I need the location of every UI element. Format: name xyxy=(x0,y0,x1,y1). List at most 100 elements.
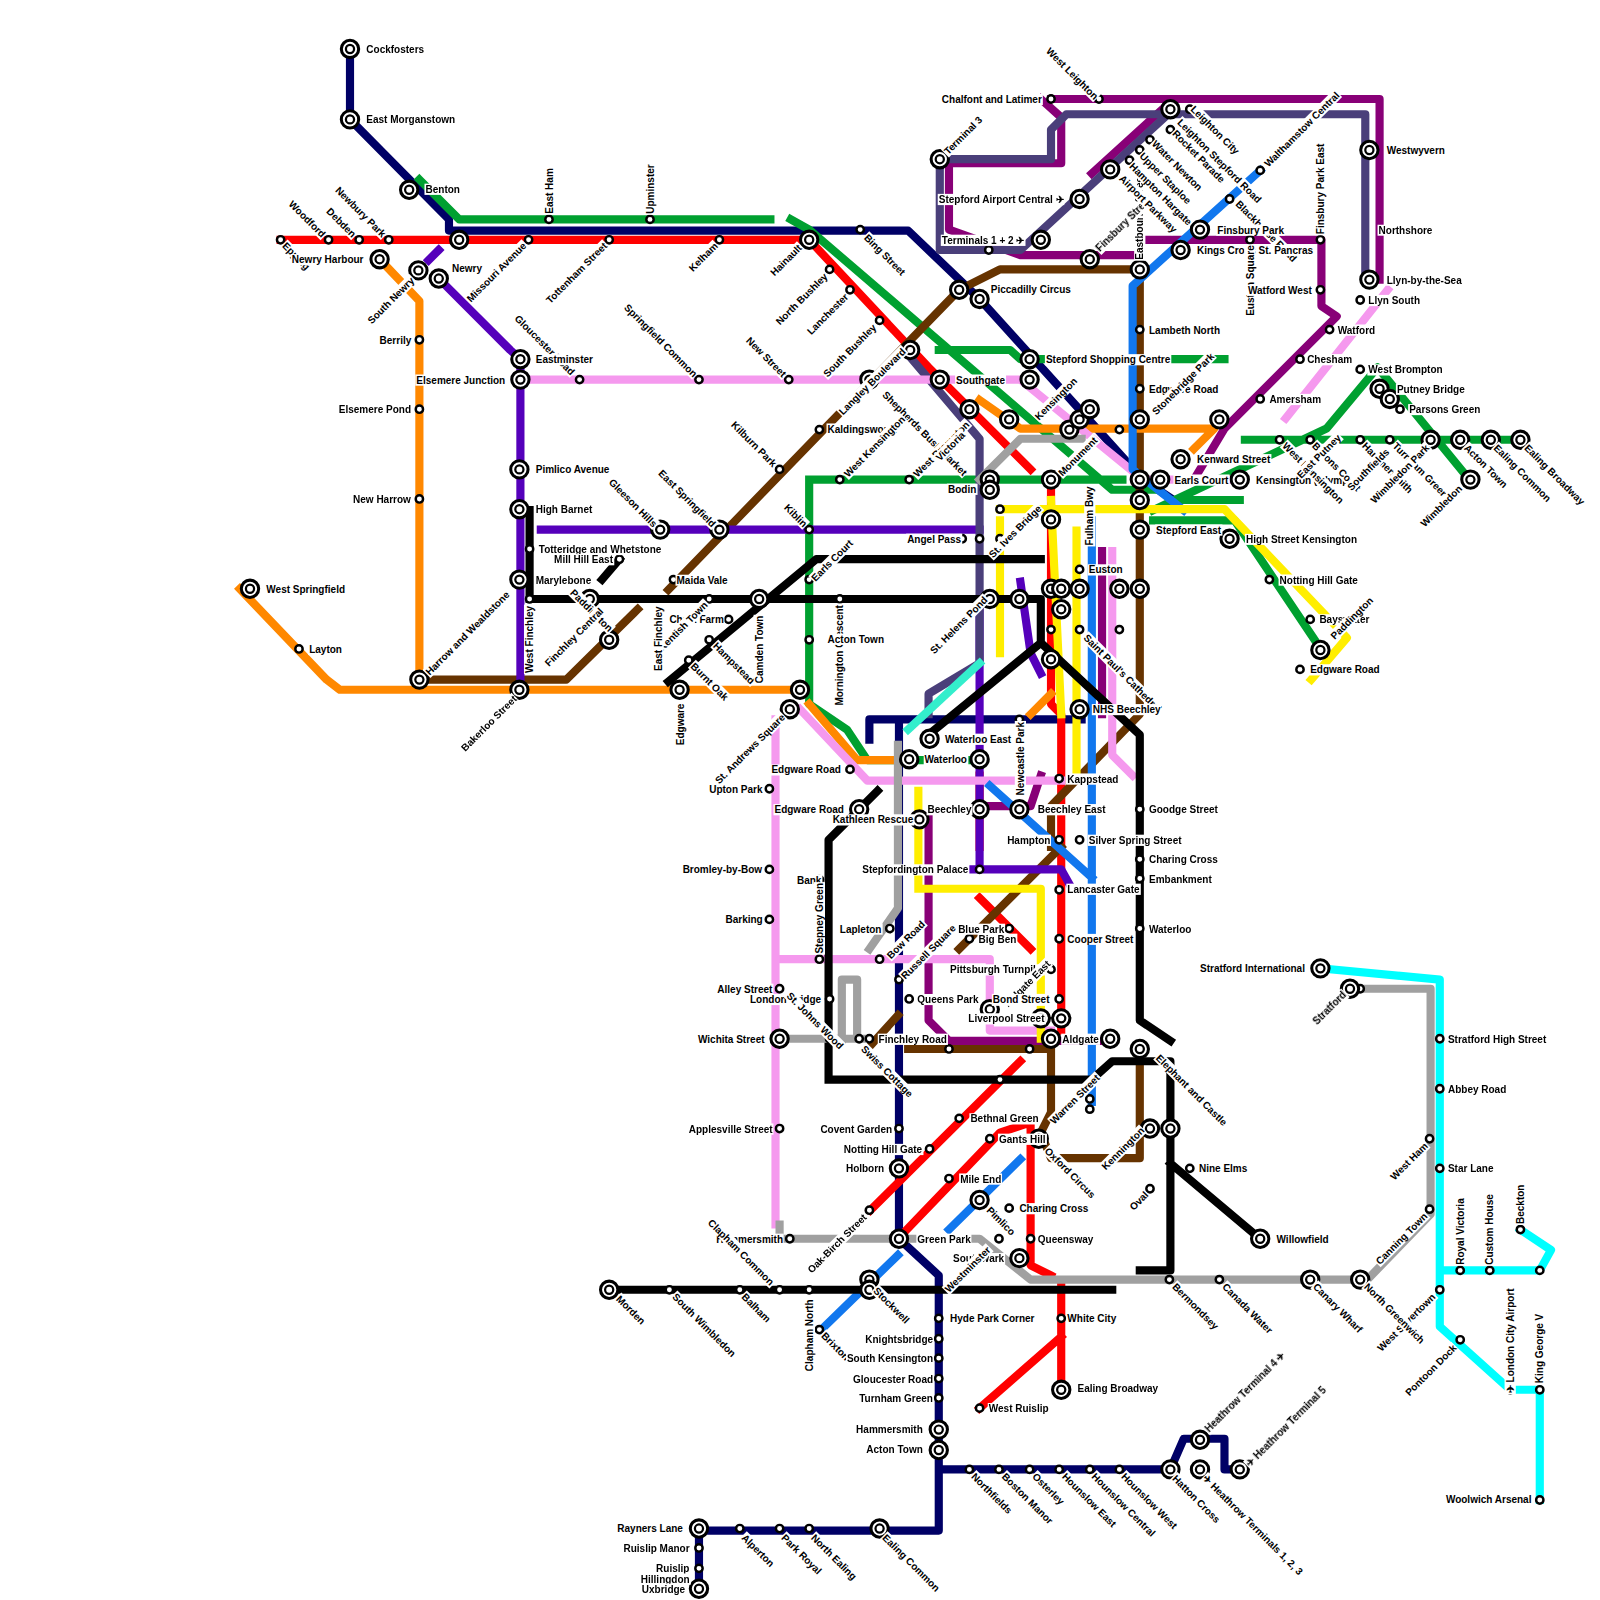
station-dot xyxy=(666,1286,673,1293)
interchange-ring xyxy=(1131,580,1148,597)
station-label: Goodge Street xyxy=(1148,804,1219,815)
station-label: Turnham Green xyxy=(858,1392,934,1403)
interchange-ring xyxy=(986,486,994,494)
interchange-ring xyxy=(1057,605,1065,613)
station-label: Star Lane xyxy=(1447,1163,1495,1174)
interchange-ring xyxy=(1071,190,1088,207)
station-dot xyxy=(966,935,973,942)
station-label: Llyn-by-the-Sea xyxy=(1386,274,1463,285)
station-label: Stepford East xyxy=(1155,524,1222,535)
interchange-ring xyxy=(346,45,354,53)
interchange-ring xyxy=(951,281,968,298)
station-dot xyxy=(776,985,783,992)
interchange-ring xyxy=(876,1524,884,1532)
station-dot xyxy=(846,766,853,773)
station-label: Earls Court xyxy=(1173,474,1229,485)
station-dot xyxy=(935,1335,942,1342)
interchange-ring xyxy=(1361,141,1378,158)
station-label: New Street xyxy=(743,334,789,380)
station-dot xyxy=(695,1544,702,1551)
interchange-ring xyxy=(676,686,684,694)
interchange-ring xyxy=(1252,1230,1269,1247)
station-dot xyxy=(935,1354,942,1361)
interchange-ring xyxy=(1011,801,1028,818)
station-label: South Wimbledon xyxy=(669,1290,738,1359)
station-dot xyxy=(866,1207,873,1214)
interchange-ring xyxy=(1156,476,1164,484)
interchange-ring xyxy=(805,236,813,244)
station-label: Gloucester Road xyxy=(852,1373,934,1384)
station-dot xyxy=(846,286,853,293)
station-label: Amersham xyxy=(1268,393,1322,404)
station-dot xyxy=(325,236,332,243)
station-dot xyxy=(836,595,843,602)
station-dot xyxy=(1056,995,1063,1002)
interchange-ring xyxy=(1356,1276,1364,1284)
station-label: Mornington Crescent xyxy=(834,604,845,707)
station-label: Stratford xyxy=(1310,988,1349,1027)
station-dot xyxy=(876,317,883,324)
station-label: Maida Vale xyxy=(676,574,729,585)
station-label: Upton Park xyxy=(708,783,763,794)
station-label: Covent Garden xyxy=(819,1123,893,1134)
station-dot xyxy=(856,1035,863,1042)
interchange-ring xyxy=(915,815,923,823)
station-label: Oxford Circus xyxy=(1042,1144,1099,1201)
station-dot xyxy=(876,956,883,963)
station-dot xyxy=(1307,616,1314,623)
interchange-ring xyxy=(690,1580,707,1597)
interchange-ring xyxy=(1131,471,1148,488)
interchange-ring xyxy=(1131,411,1148,428)
station-label: West Springfield xyxy=(265,583,346,594)
interchange-ring xyxy=(246,585,254,593)
station-label: Clapham Common xyxy=(705,1216,777,1288)
station-dot xyxy=(1426,1135,1433,1142)
station-dot xyxy=(1076,566,1083,573)
station-dot xyxy=(935,1315,942,1322)
interchange-ring xyxy=(371,251,388,268)
station-label: Watford West xyxy=(1247,284,1313,295)
station-dot xyxy=(695,376,702,383)
interchange-ring xyxy=(1386,395,1394,403)
interchange-ring xyxy=(515,686,523,694)
interchange-ring xyxy=(690,1520,707,1537)
station-label: Chalfont and Latimer xyxy=(941,93,1043,104)
interchange-ring xyxy=(1162,101,1179,118)
interchange-ring xyxy=(430,270,447,287)
interchange-ring xyxy=(1166,105,1174,113)
interchange-ring xyxy=(715,526,723,534)
station-label: East Morganstown xyxy=(365,114,456,125)
interchange-ring xyxy=(976,1196,984,1204)
station-label: Charing Cross xyxy=(1018,1203,1089,1214)
station-dot xyxy=(1058,1315,1065,1322)
interchange-ring xyxy=(1136,526,1144,534)
station-label: Hammersmith xyxy=(855,1423,924,1434)
interchange-ring xyxy=(1053,1381,1070,1398)
interchange-ring xyxy=(601,1281,618,1298)
interchange-ring xyxy=(971,751,988,768)
interchange-ring xyxy=(1191,221,1208,238)
interchange-ring xyxy=(1375,385,1383,393)
station-label: Llyn South xyxy=(1367,294,1421,305)
station-dot xyxy=(1536,1496,1543,1503)
station-dot xyxy=(766,916,773,923)
station-dot xyxy=(1056,886,1063,893)
interchange-ring xyxy=(1316,646,1324,654)
station-label: Waterloo East xyxy=(944,733,1012,744)
station-dot xyxy=(416,336,423,343)
station-label: Silver Spring Street xyxy=(1088,834,1183,845)
interchange-ring xyxy=(1236,476,1244,484)
station-dot xyxy=(526,595,533,602)
station-dot xyxy=(776,1286,783,1293)
station-dot xyxy=(806,1286,813,1293)
station-dot xyxy=(906,476,913,483)
station-dot xyxy=(1436,1085,1443,1092)
station-label: Springfield Common xyxy=(621,301,700,380)
station-label: Lapleton xyxy=(839,923,883,934)
interchange-ring xyxy=(1256,1235,1264,1243)
station-label: Custom House xyxy=(1484,1193,1495,1266)
station-label: High Street Kensington xyxy=(1245,533,1358,544)
station-dot xyxy=(985,246,992,253)
interchange-ring xyxy=(1152,471,1169,488)
station-label: Gloucester Road xyxy=(512,311,578,377)
